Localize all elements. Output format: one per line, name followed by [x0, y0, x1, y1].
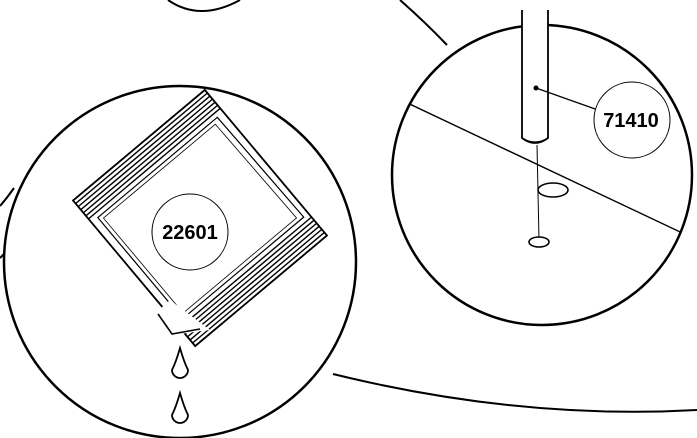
surface-line — [393, 89, 691, 241]
drop-lower — [171, 389, 189, 424]
water-drop-icon — [171, 344, 189, 424]
upper-hole — [537, 182, 569, 198]
probe-label-circle — [593, 81, 671, 159]
packet-label-circle — [151, 193, 229, 271]
outline-top-curve — [399, 0, 448, 46]
drop-upper — [171, 344, 189, 379]
outline-bottom-curve — [332, 373, 697, 413]
torn-edge — [157, 313, 201, 335]
packet-part-number: 22601 — [162, 222, 218, 244]
probe-rod-icon — [521, 10, 549, 241]
probe-detail-circle: 71410 — [390, 10, 694, 327]
probe-rod-tip — [521, 137, 549, 143]
probe-leader-line — [535, 87, 599, 111]
probe-part-callout: 71410 — [593, 81, 671, 159]
packet-part-callout: 22601 — [151, 193, 229, 271]
outline-left-curve — [0, 187, 15, 207]
probe-part-number: 71410 — [603, 110, 659, 132]
torn-corner — [150, 300, 210, 335]
probe-rod-body — [521, 10, 549, 144]
background-outline — [0, 0, 697, 413]
partial-circle-top — [167, 0, 241, 12]
packet-detail-circle: 22601 — [2, 84, 358, 438]
lower-hole — [528, 236, 550, 248]
